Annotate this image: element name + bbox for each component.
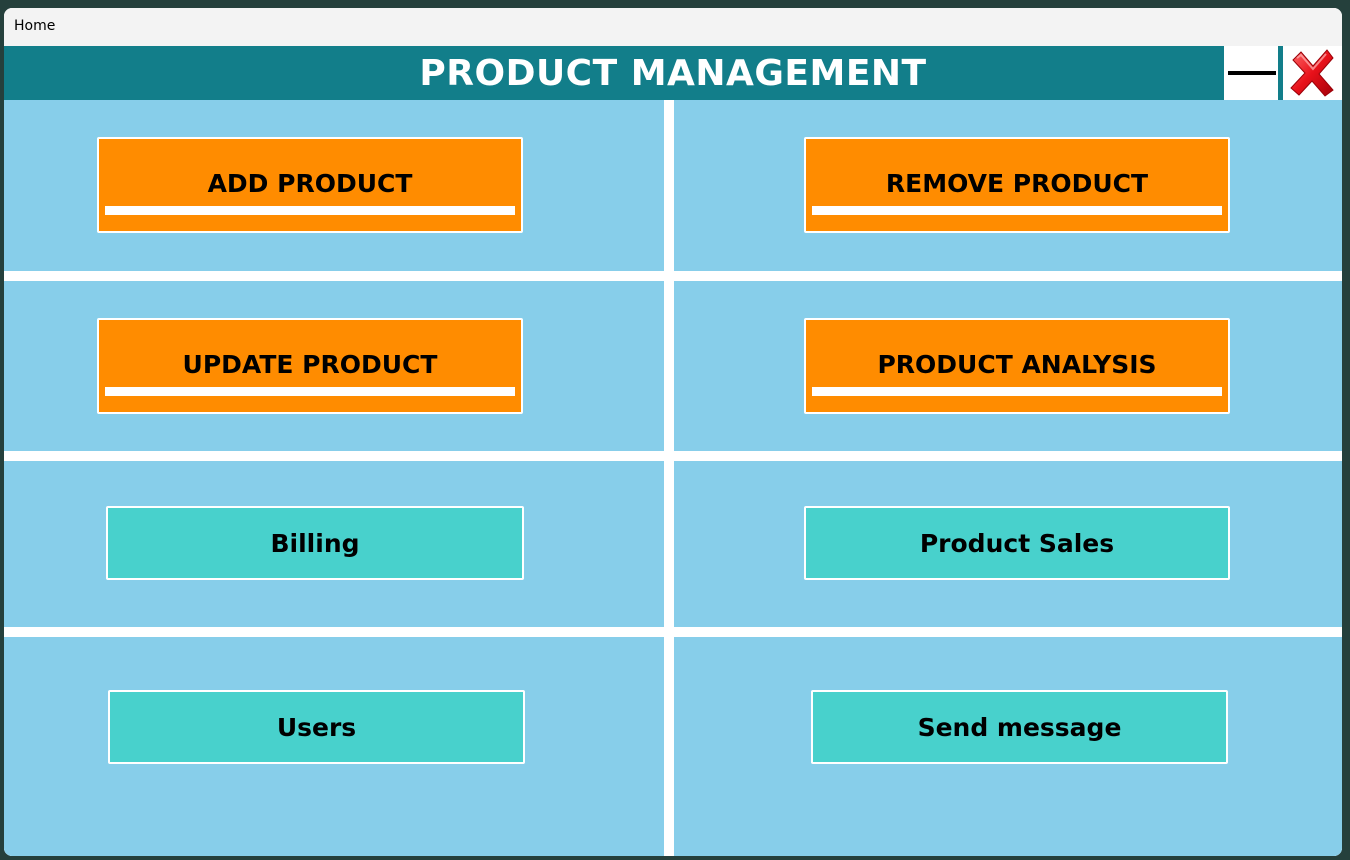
send-message-label: Send message (917, 712, 1122, 742)
users-label: Users (276, 712, 357, 742)
add-product-button[interactable]: ADD PRODUCT (97, 137, 523, 233)
users-button[interactable]: Users (108, 690, 525, 764)
minimize-button[interactable] (1224, 46, 1278, 100)
remove-product-label: REMOVE PRODUCT (885, 169, 1149, 198)
remove-product-button[interactable]: REMOVE PRODUCT (804, 137, 1230, 233)
product-analysis-button[interactable]: PRODUCT ANALYSIS (804, 318, 1230, 414)
button-grid: ADD PRODUCT REMOVE PRODUCT UPDATE PRODUC… (4, 100, 1342, 856)
button-underline (105, 206, 515, 215)
close-icon (1290, 49, 1334, 97)
header-bar: PRODUCT MANAGEMENT (4, 46, 1342, 100)
minimize-icon (1228, 71, 1276, 75)
page-title: PRODUCT MANAGEMENT (419, 53, 927, 94)
window-title: Home (14, 18, 56, 34)
product-sales-label: Product Sales (919, 528, 1115, 558)
close-button[interactable] (1283, 46, 1342, 100)
product-analysis-label: PRODUCT ANALYSIS (877, 350, 1157, 379)
update-product-label: UPDATE PRODUCT (182, 350, 438, 379)
send-message-button[interactable]: Send message (811, 690, 1228, 764)
update-product-button[interactable]: UPDATE PRODUCT (97, 318, 523, 414)
button-underline (105, 387, 515, 396)
window-titlebar: Home (4, 8, 1342, 46)
product-sales-button[interactable]: Product Sales (804, 506, 1230, 580)
billing-button[interactable]: Billing (106, 506, 524, 580)
button-underline (812, 206, 1222, 215)
billing-label: Billing (270, 528, 360, 558)
add-product-label: ADD PRODUCT (207, 169, 413, 198)
button-underline (812, 387, 1222, 396)
app-window: Home PRODUCT MANAGEMENT (4, 8, 1342, 856)
